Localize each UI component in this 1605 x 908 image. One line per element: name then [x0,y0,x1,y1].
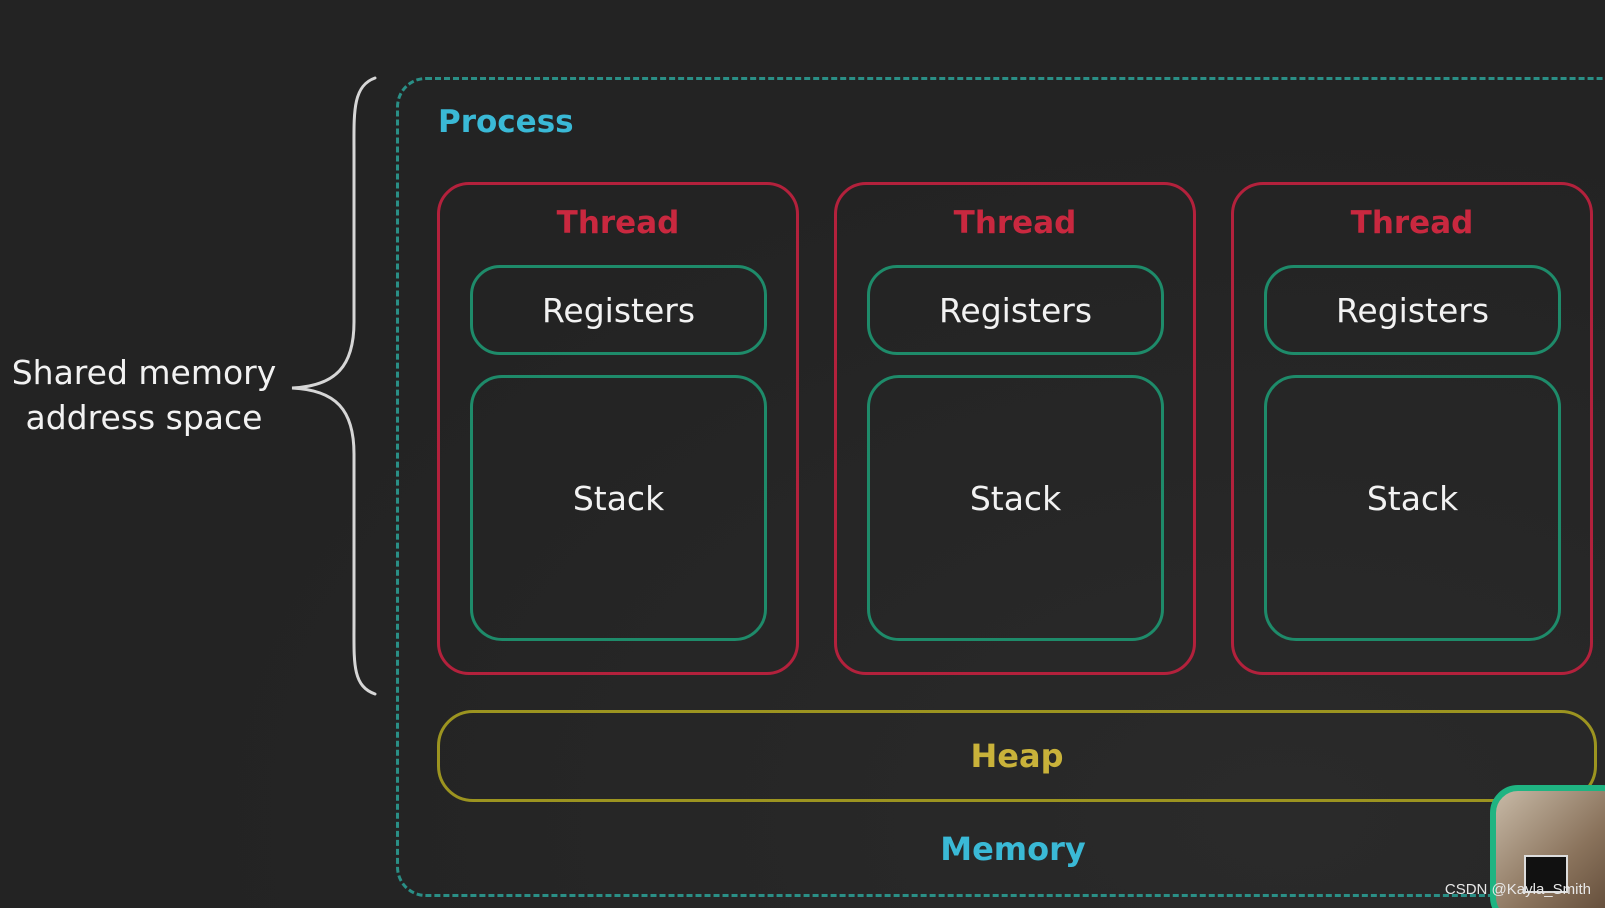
process-title: Process [438,104,574,140]
curly-brace-icon [291,76,377,696]
stack-box: Stack [867,375,1164,641]
process-box [396,77,1605,897]
registers-box: Registers [867,265,1164,355]
thread-box-2: Thread Registers Stack [834,182,1196,675]
thread-title: Thread [556,205,680,241]
thread-box-1: Thread Registers Stack [437,182,799,675]
stack-box: Stack [470,375,767,641]
shared-memory-label-line2: address space [25,398,263,437]
monitor-icon [1524,855,1568,893]
watermark: CSDN @Kayla_Smith [1444,881,1591,898]
thread-title: Thread [1350,205,1474,241]
thread-box-3: Thread Registers Stack [1231,182,1593,675]
shared-memory-label-line1: Shared memory [11,353,277,392]
registers-box: Registers [1264,265,1561,355]
stack-box: Stack [1264,375,1561,641]
webcam-overlay [1490,785,1605,908]
thread-title: Thread [953,205,1077,241]
registers-box: Registers [470,265,767,355]
shared-memory-label: Shared memory address space [0,350,288,440]
heap-box: Heap [437,710,1597,802]
memory-label: Memory [940,830,1086,868]
